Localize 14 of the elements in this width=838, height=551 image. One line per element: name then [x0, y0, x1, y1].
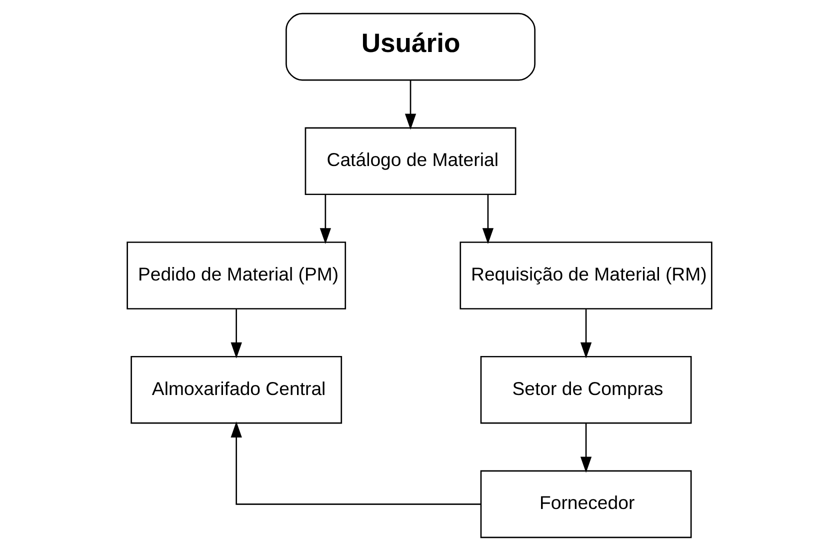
node-box: Requisição de Material (RM): [459, 242, 712, 310]
node-box: Setor de Compras: [480, 356, 692, 424]
node-box: Pedido de Material (PM): [126, 242, 346, 310]
node-box: Catálogo de Material: [304, 127, 516, 196]
arrow: [230, 309, 242, 358]
node-box: Fornecedor: [480, 470, 692, 538]
arrow: [580, 309, 592, 358]
node-box: Almoxarifado Central: [130, 356, 342, 424]
node-box: Usuário: [285, 12, 535, 81]
arrow: [319, 194, 331, 244]
arrow: [230, 422, 480, 505]
arrow: [404, 80, 416, 130]
arrow: [580, 424, 592, 473]
arrow: [482, 194, 494, 244]
